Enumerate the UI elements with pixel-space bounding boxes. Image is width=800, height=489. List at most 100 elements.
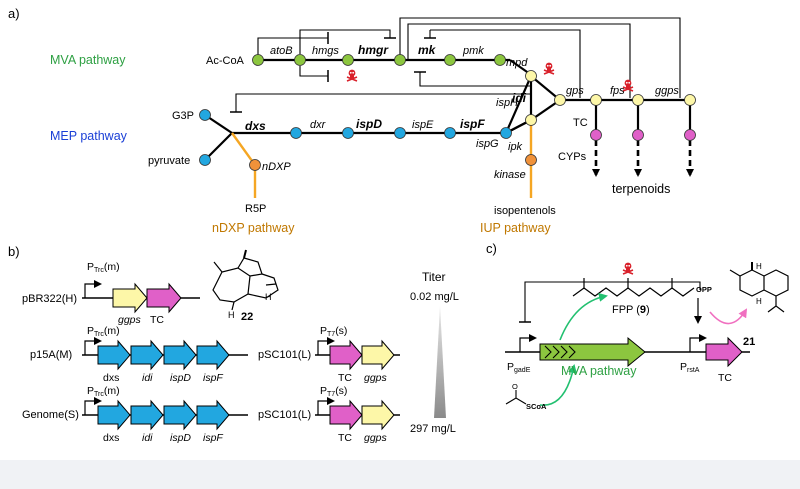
gene-arrow-tc-right-row2 <box>329 339 363 371</box>
mk-feedback-line <box>419 72 531 87</box>
figure-canvas: a) MVA pathway MEP pathway nDXP pathway … <box>8 6 789 444</box>
promoter-trc-row1 <box>84 280 102 298</box>
gene-dxs: dxs <box>245 119 266 133</box>
gene-ispg: ispG <box>476 138 499 150</box>
mep-node-cdp-me <box>394 127 406 139</box>
promoter-trc-label-row1: PTrc(m) <box>87 261 120 274</box>
gene-label-idi-row3: idi <box>142 432 153 444</box>
fpp-label: FPP (9) <box>612 304 650 316</box>
tc-node-3 <box>684 129 696 141</box>
mep-node-mep <box>342 127 354 139</box>
gene-kinase: kinase <box>494 169 526 181</box>
gene-arrow-ggps-right-row3 <box>361 399 395 431</box>
gene-ipk: ipk <box>508 141 523 153</box>
gene-ispf: ispF <box>460 117 485 131</box>
label-g3p: G3P <box>172 110 194 122</box>
footer-bar <box>0 460 800 489</box>
gene-label-ispd-row3: ispD <box>170 432 191 444</box>
gene-label-tc-right-row2: TC <box>338 372 352 384</box>
gene-label-ispf-row3: ispF <box>203 432 223 444</box>
label-terpenoids: terpenoids <box>612 182 670 196</box>
structure-21-h1: H <box>756 262 762 271</box>
acetyl-oxygen: O <box>512 382 518 391</box>
structure-22 <box>212 249 279 311</box>
gene-arrow-ggps-row1 <box>112 282 148 314</box>
titer-label: Titer <box>422 270 446 284</box>
promoter-t7-row3 <box>317 397 335 415</box>
panel-b-label: b) <box>8 244 20 259</box>
mep-node-mecpp <box>444 127 456 139</box>
label-acetyl-coa: Ac-CoA <box>206 55 245 67</box>
label-tc: TC <box>573 117 588 129</box>
gene-dxr: dxr <box>310 119 327 131</box>
node-ipp <box>525 70 537 82</box>
promoter-t7-row2 <box>317 337 335 355</box>
acetyl-structure <box>505 390 527 405</box>
skull-icon-ipp <box>543 61 555 75</box>
gene-arrow-idi-row3 <box>130 399 164 431</box>
green-arrow-up <box>559 292 608 341</box>
promoter-gade <box>519 334 537 352</box>
gene-hmgr: hmgr <box>358 43 389 57</box>
structure-22-h2: H <box>265 292 272 302</box>
mva-node-mev-pp <box>494 54 506 66</box>
gene-label-tc-c: TC <box>718 372 732 384</box>
cyclization-arrow <box>709 308 748 325</box>
mva-to-ipp-link <box>509 59 531 75</box>
promoter-trc-row2 <box>84 337 102 355</box>
mva-pathway-c-label: MVA pathway <box>561 364 637 378</box>
gene-arrow-dxs-row3 <box>97 399 131 431</box>
promoter-rsta-label: PrstA <box>680 361 700 374</box>
plasmid-psc101-1: pSC101(L) <box>258 349 311 361</box>
gene-label-ispf-row2: ispF <box>203 372 223 384</box>
pyruvate-link <box>204 132 233 161</box>
gene-arrow-tc-right-row3 <box>329 399 363 431</box>
promoter-gade-label: PgadE <box>507 361 531 374</box>
fpp-methyls <box>583 278 673 288</box>
titer-wedge <box>434 306 446 418</box>
gene-ispe: ispE <box>412 119 434 131</box>
plasmid-psc101-2: pSC101(L) <box>258 409 311 421</box>
gene-mk: mk <box>418 43 437 57</box>
gene-fps: fps <box>610 85 625 97</box>
promoter-trc-label-row3: PTrc(m) <box>87 385 120 398</box>
structure-21-h2: H <box>756 297 762 306</box>
gene-arrow-idi-row2 <box>130 339 164 371</box>
feedback-line-3 <box>299 29 391 54</box>
promoter-trc-label-row2: PTrc(m) <box>87 325 120 338</box>
ndxp-pathway-label: nDXP pathway <box>212 221 295 235</box>
gene-arrow-ispd-row3 <box>163 399 197 431</box>
mva-node-mevalonate <box>394 54 406 66</box>
node-ip <box>525 154 537 166</box>
gene-arrow-ispf-row2 <box>196 339 230 371</box>
mva-pathway-label: MVA pathway <box>50 53 126 67</box>
mva-operon-arrow <box>539 336 646 368</box>
fpp-opp: OPP <box>696 285 712 294</box>
mep-node-hmbpp <box>500 127 512 139</box>
mva-operon-chevrons <box>544 345 576 359</box>
structure-22-h: H <box>228 310 235 320</box>
gene-pmk: pmk <box>462 45 484 57</box>
iup-pathway-label: IUP pathway <box>480 221 551 235</box>
mva-node-mev-p <box>444 54 456 66</box>
feedback-line-2 <box>407 23 631 98</box>
promoter-t7-label-row3: PT7(s) <box>320 385 347 398</box>
acetyl-scoa: SCoA <box>526 402 547 411</box>
mep-node-pyruvate <box>199 154 211 166</box>
panel-c-label: c) <box>486 241 497 256</box>
gene-label-ggps-row1: ggps <box>118 314 142 326</box>
dxs-feedback-line <box>235 80 532 112</box>
skull-icon-fpp-c <box>622 261 634 275</box>
gene-hmgs: hmgs <box>312 45 339 57</box>
plasmid-genome: Genome(S) <box>22 409 79 421</box>
gene-arrow-ispf-row3 <box>196 399 230 431</box>
gene-arrow-tc-row1 <box>146 282 182 314</box>
plasmid-pbr322: pBR322(H) <box>22 293 77 305</box>
gene-ggps: ggps <box>655 85 679 97</box>
node-ndxp <box>249 159 261 171</box>
gene-arrow-tc-c <box>705 336 743 368</box>
gene-arrow-ispd-row2 <box>163 339 197 371</box>
gene-idi: idi <box>512 91 527 105</box>
fpp-structure <box>572 287 695 297</box>
gene-label-tc-row1: TC <box>150 314 164 326</box>
